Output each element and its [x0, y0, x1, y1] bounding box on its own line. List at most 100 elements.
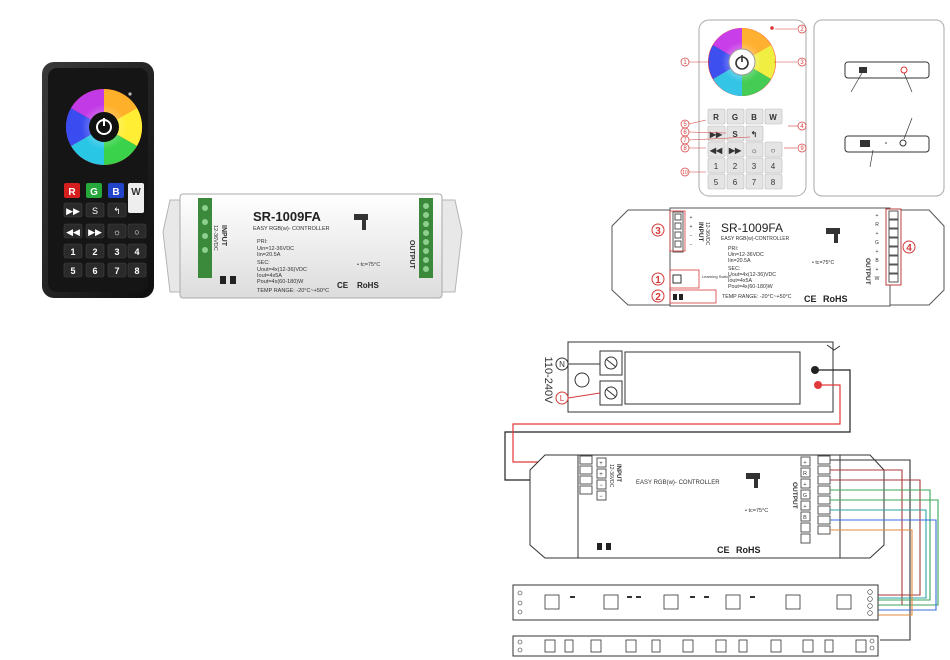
photo-key-b: B	[112, 187, 119, 198]
photo-ce-mark: CE	[337, 281, 349, 290]
schem-input-terminal-3: −	[690, 233, 693, 239]
schem-temp-range: TEMP RANGE: -20°C~+50°C	[722, 294, 792, 300]
wiring-controller: + + − − INPUT 12-36VDC EASY RGB(w)- CONT…	[529, 454, 885, 559]
wiring-ce-mark: CE	[717, 545, 730, 555]
photo-key-3: 3	[114, 247, 119, 257]
wiring-input-voltage: 12-36VDC	[608, 464, 614, 488]
photo-pri-iin: Iin=20.5A	[257, 252, 281, 258]
led-strip-white	[512, 635, 879, 657]
schem-key-8: 8	[771, 178, 776, 187]
schem-tc: • tc=75°C	[812, 260, 835, 266]
photo-rohs-mark: RoHS	[357, 281, 379, 290]
schem-key-w: W	[769, 113, 777, 122]
photo-key-5: 5	[70, 266, 75, 276]
schem-output-terminal-4: G	[875, 240, 879, 246]
photo-key-row-1: R G B W	[64, 183, 144, 213]
callout-remote-8: 8	[683, 146, 687, 152]
photo-key-7: 7	[114, 266, 119, 276]
photo-model-label: SR-1009FA	[253, 209, 322, 224]
wiring-output-terminal-3: +	[803, 482, 806, 488]
schem-sec-iout: Iout=4x5A	[728, 278, 752, 284]
schem-output-label: OUTPUT	[864, 258, 871, 285]
photo-pri-uin: Uin=12-36VDC	[257, 246, 294, 252]
schem-input-terminal-4: −	[690, 242, 693, 248]
photo-sec-pout: Pout=4x(60-180)W	[257, 279, 304, 285]
callout-remote-7: 7	[683, 138, 687, 144]
wiring-input-terminal-2: +	[599, 472, 603, 478]
photo-key-1: 1	[70, 247, 75, 257]
schem-key-next: ▶▶	[728, 146, 742, 155]
schem-subtitle: EASY RGB(w)-CONTROLLER	[721, 236, 790, 242]
wiring-input-terminal-4: −	[599, 494, 603, 500]
wiring-output-label: OUTPUT	[791, 482, 798, 509]
schem-pri-title: PRI:	[728, 246, 738, 252]
wiring-output-terminal-5: +	[803, 504, 806, 510]
schem-sec-uout: Uout=4x(12-36)VDC	[728, 272, 776, 278]
schem-input-voltage: 12-36VDC	[704, 222, 710, 246]
callout-ctrl-2: 2	[655, 292, 661, 303]
schem-sec-title: SEC:	[728, 266, 740, 272]
schem-key-bright: ☼	[750, 146, 757, 155]
schem-model-label: SR-1009FA	[721, 221, 783, 235]
callout-remote-4: 4	[800, 124, 804, 130]
wiring-input-label: INPUT	[615, 464, 621, 482]
callout-remote-6: 6	[683, 130, 687, 136]
schem-output-terminal-2: R	[875, 222, 879, 228]
photo-key-s: S	[92, 206, 98, 216]
schem-key-3: 3	[752, 162, 757, 171]
color-wheel-photo	[65, 88, 143, 166]
photo-subtitle: EASY RGB(w)- CONTROLLER	[253, 226, 330, 232]
wiring-output-terminal-1: +	[803, 460, 806, 466]
schem-key-2: 2	[733, 162, 738, 171]
schem-key-s: S	[732, 130, 738, 139]
callout-remote-9: 9	[800, 146, 804, 152]
schem-ce-mark: CE	[804, 294, 817, 304]
schem-key-7: 7	[752, 178, 757, 187]
callout-remote-2: 2	[800, 27, 804, 33]
schem-key-5: 5	[714, 178, 719, 187]
wiring-diagram: 110-240V N L + +	[504, 341, 939, 657]
callout-remote-1: 1	[683, 60, 687, 66]
schem-key-1: 1	[714, 162, 719, 171]
schem-key-6: 6	[733, 178, 738, 187]
power-supply: 110-240V N L	[542, 341, 841, 413]
photo-key-return: ↰	[113, 206, 121, 216]
schem-input-label: INPUT	[697, 222, 704, 242]
photo-key-onoff: ○	[134, 227, 139, 237]
photo-tc: • tc=75°C	[357, 262, 380, 268]
wiring-input-terminal-3: −	[599, 483, 603, 489]
wiring-tc: • tc=75°C	[745, 508, 768, 514]
controller-schematic: + + − − + R + G + B + W SR-1009FA EASY R…	[611, 207, 945, 307]
photo-key-r: R	[68, 187, 76, 198]
schem-key-return: ↰	[751, 130, 758, 139]
callout-ctrl-4: 4	[906, 243, 912, 254]
wiring-subtitle: EASY RGB(w)- CONTROLLER	[636, 480, 720, 486]
wiring-output-terminal-4: G	[803, 493, 807, 499]
schem-key-4: 4	[771, 162, 776, 171]
photo-input-voltage: 12-36VDC	[212, 225, 218, 251]
photo-sec-title: SEC:	[257, 260, 270, 266]
terminal-n-label: N	[559, 360, 565, 369]
schem-sec-pout: Pout=4x(60-180)W	[728, 284, 773, 290]
photo-temp-range: TEMP RANGE: -20°C~+50°C	[257, 288, 329, 294]
photo-input-label: INPUT	[220, 225, 227, 247]
callout-remote-5: 5	[683, 122, 687, 128]
photo-key-6: 6	[92, 266, 97, 276]
photo-key-w: W	[131, 187, 141, 198]
photo-key-bright: ☼	[113, 227, 121, 237]
schem-key-onoff: ○	[771, 146, 776, 155]
schem-output-terminal-7: +	[876, 267, 879, 273]
remote-side-views	[813, 19, 945, 197]
schem-output-terminal-6: B	[875, 258, 879, 264]
callout-remote-10: 10	[682, 170, 688, 176]
schem-input-terminal-2: +	[690, 224, 693, 230]
schem-input-terminal-1: +	[690, 215, 693, 221]
schem-output-terminal-3: +	[876, 231, 879, 237]
callout-remote-3: 3	[800, 60, 804, 66]
callout-ctrl-1: 1	[655, 275, 661, 286]
schem-key-play: ▶▶	[709, 130, 723, 139]
schem-rohs-mark: RoHS	[823, 294, 848, 304]
photo-pri-title: PRI:	[257, 239, 268, 245]
photo-key-g: G	[90, 187, 98, 198]
